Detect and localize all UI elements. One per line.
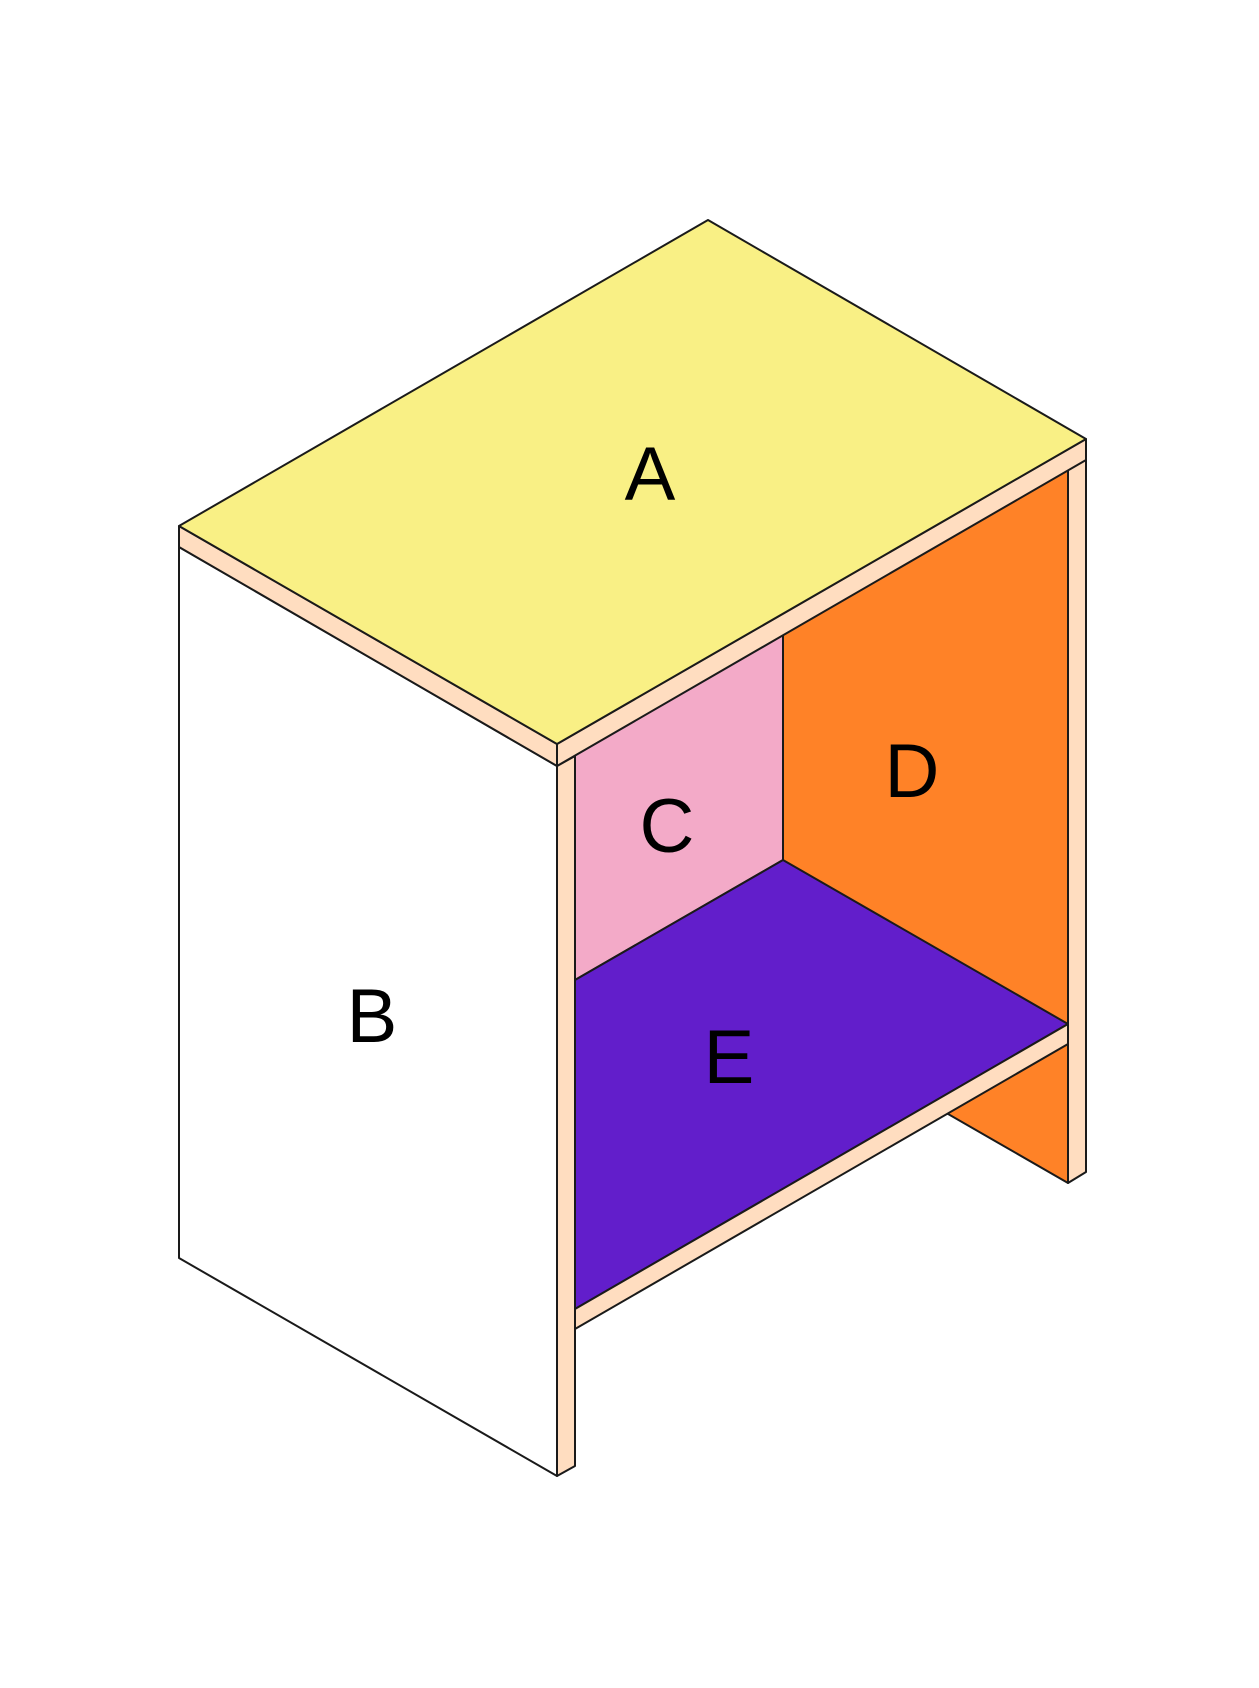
label-c: C [640,784,695,869]
left-panel-front-edge [556,755,576,1477]
right-panel-front-edge [1067,449,1087,1184]
label-e: E [704,1015,755,1100]
label-a: A [625,432,676,517]
label-d: D [885,729,940,814]
label-b: B [347,974,398,1059]
panel-a-top [178,219,1087,745]
